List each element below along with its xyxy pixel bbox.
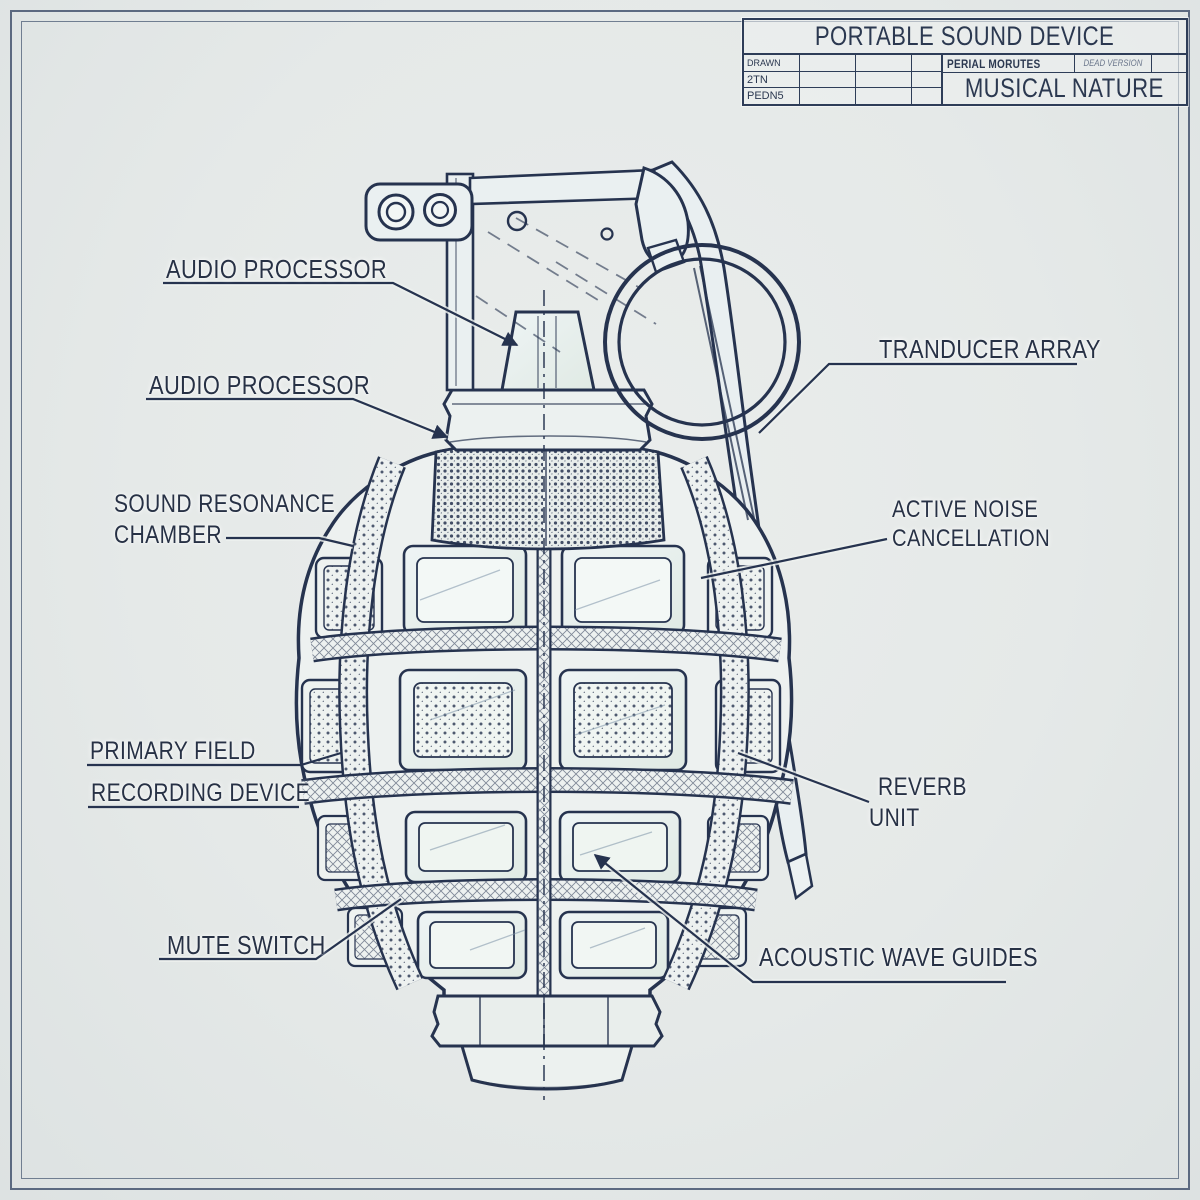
- leader-audio-processor-top: [163, 281, 519, 346]
- section-shading: [475, 217, 657, 353]
- pull-ring: [603, 243, 801, 441]
- drawn-value-cell: 2TN: [744, 71, 800, 88]
- leader-sound-resonance: [226, 536, 354, 548]
- author-cell: PERIAL MORUTES: [943, 55, 1075, 72]
- leader-lines: [87, 280, 1077, 985]
- leader-active-noise: [700, 537, 888, 580]
- leader-primary-field: [87, 751, 342, 767]
- label-tranducer-array: TRANDUCER ARRAY: [879, 334, 1101, 364]
- base-plug: [430, 994, 664, 1091]
- label-audio-processor-top: AUDIO PROCESSOR: [166, 254, 388, 284]
- label-primary-field: PRIMARY FIELD: [90, 737, 256, 765]
- label-mute-switch: MUTE SWITCH: [167, 930, 326, 960]
- upper-texture-band: [430, 440, 666, 551]
- title-block-grid: DRAWN 2TN PEDN5: [744, 55, 944, 105]
- leader-acoustic-wave-guides: [593, 854, 1006, 984]
- label-sound-resonance-chamber: SOUND RESONANCE CHAMBER: [114, 490, 335, 549]
- bracket-hole-right: [423, 193, 457, 227]
- leader-tranducer-array: [758, 362, 1077, 434]
- fuze-cap: [500, 310, 596, 392]
- label-active-noise-cancellation: ACTIVE NOISE CANCELLATION: [892, 496, 1051, 553]
- leader-audio-processor-lower: [146, 397, 449, 439]
- version-cell: DEAD VERSION: [1075, 55, 1152, 72]
- leader-reverb-unit: [737, 751, 870, 804]
- neck-collar: [442, 388, 654, 452]
- fuze-hole: [506, 210, 528, 232]
- streak-lines: [419, 569, 666, 951]
- fuze-assembly: [364, 166, 755, 521]
- label-recording-device: RECORDING DEVICE: [91, 779, 311, 807]
- drawing-subtitle: MUSICAL NATURE: [965, 73, 1165, 103]
- pin-legs: [693, 265, 755, 521]
- label-reverb-unit: REVERB UNIT: [869, 773, 967, 832]
- bracket-hole-left: [377, 193, 415, 231]
- checked-value-cell: PEDN5: [744, 88, 800, 105]
- drawn-label-cell: DRAWN: [744, 55, 800, 71]
- title-block: PORTABLE SOUND DEVICE DRAWN 2TN PEDN5: [742, 18, 1188, 106]
- label-acoustic-wave-guides: ACOUSTIC WAVE GUIDES: [759, 942, 1039, 972]
- title-block-title-cell: PORTABLE SOUND DEVICE: [744, 20, 1186, 55]
- subtitle-cell: MUSICAL NATURE: [943, 73, 1186, 104]
- leader-mute-switch: [159, 898, 402, 961]
- lever-tail-tip: [786, 852, 814, 901]
- label-audio-processor-lower: AUDIO PROCESSOR: [149, 370, 371, 400]
- drawing-title: PORTABLE SOUND DEVICE: [815, 21, 1115, 51]
